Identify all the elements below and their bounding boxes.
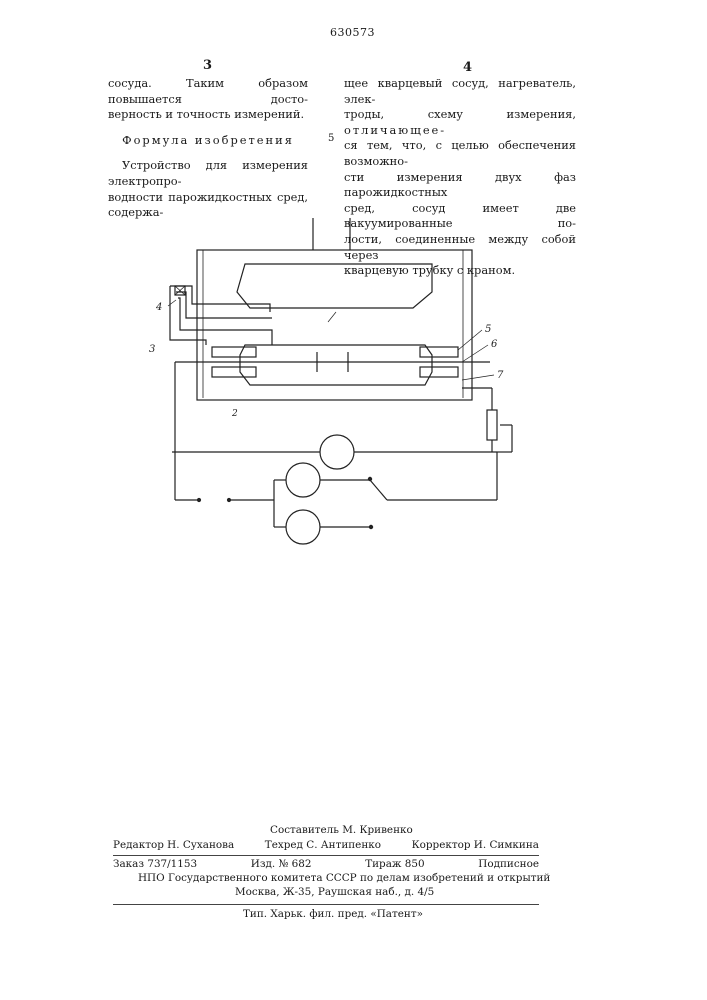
imprint-techred: Техред С. Антипенко (265, 838, 381, 852)
imprint-composer: Составитель М. Кривенко (270, 823, 413, 837)
label-4: 4 (155, 302, 162, 313)
heater-right (420, 347, 458, 357)
lower-cavity (240, 345, 432, 385)
label-7: 7 (497, 370, 504, 381)
label-2: 2 (231, 409, 238, 419)
imprint-order-info: Заказ 737/1153 Изд. № 682 Тираж 850 Подп… (113, 857, 539, 871)
imprint-divider (113, 855, 539, 856)
imprint-izd: Изд. № 682 (251, 857, 312, 871)
heater-right-lower (420, 367, 458, 377)
imprint-order: Заказ 737/1153 (113, 857, 197, 871)
upper-cavity (237, 264, 432, 308)
measuring-meter-top (320, 435, 354, 469)
measuring-meter-middle (286, 463, 320, 497)
imprint-podpisnoe: Подписное (478, 857, 539, 871)
imprint-corrector: Корректор И. Симкина (412, 838, 539, 852)
rheostat (487, 410, 497, 440)
imprint-divider (113, 904, 539, 905)
label-3: 3 (149, 344, 155, 355)
label-5: 5 (485, 324, 491, 335)
label-6: 6 (491, 339, 498, 350)
heater-left-lower (212, 367, 256, 377)
heater-left (212, 347, 256, 357)
imprint-npo: НПО Государственного комитета СССР по де… (138, 871, 550, 885)
imprint-printer: Тип. Харьк. фил. пред. «Патент» (243, 907, 423, 921)
imprint-tirazh: Тираж 850 (365, 857, 424, 871)
imprint-address: Москва, Ж-35, Раушская наб., д. 4/5 (235, 885, 434, 899)
imprint-credits: Редактор Н. Суханова Техред С. Антипенко… (113, 838, 539, 852)
measuring-meter-bottom (286, 510, 320, 544)
imprint-editor: Редактор Н. Суханова (113, 838, 234, 852)
